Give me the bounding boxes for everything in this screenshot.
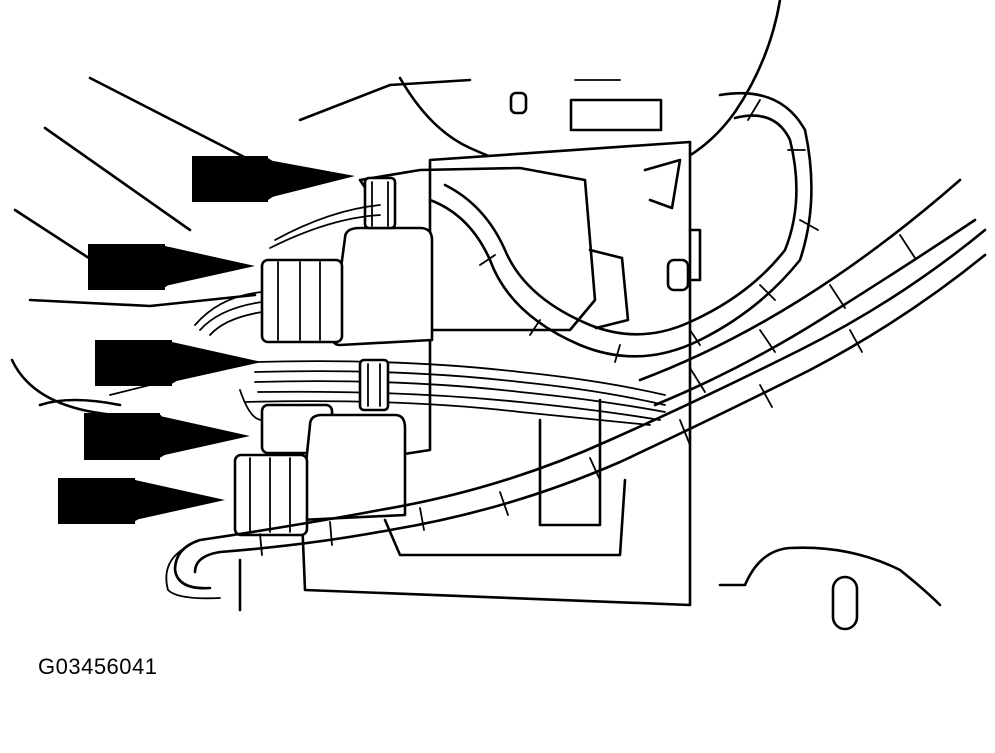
callout-arrows: [58, 156, 355, 524]
connector-arrow-5: [58, 478, 225, 524]
middle-wire-bundle: [239, 358, 666, 426]
harness-sleeve-lower: [165, 228, 987, 600]
connector-arrow-3: [95, 340, 262, 386]
upper-connector: [260, 176, 434, 347]
harness-sleeve-right: [638, 178, 977, 407]
harness-sleeve-upper: [428, 91, 819, 363]
lower-body-contour: [238, 546, 942, 631]
figure-id-label: G03456041: [38, 654, 158, 679]
left-wires: [194, 204, 381, 336]
lower-connectors: [233, 403, 407, 537]
connector-arrow-1: [192, 156, 355, 202]
body-outline-lines: [10, 76, 472, 418]
connector-arrow-2: [88, 244, 255, 290]
connector-arrow-4: [84, 413, 250, 460]
